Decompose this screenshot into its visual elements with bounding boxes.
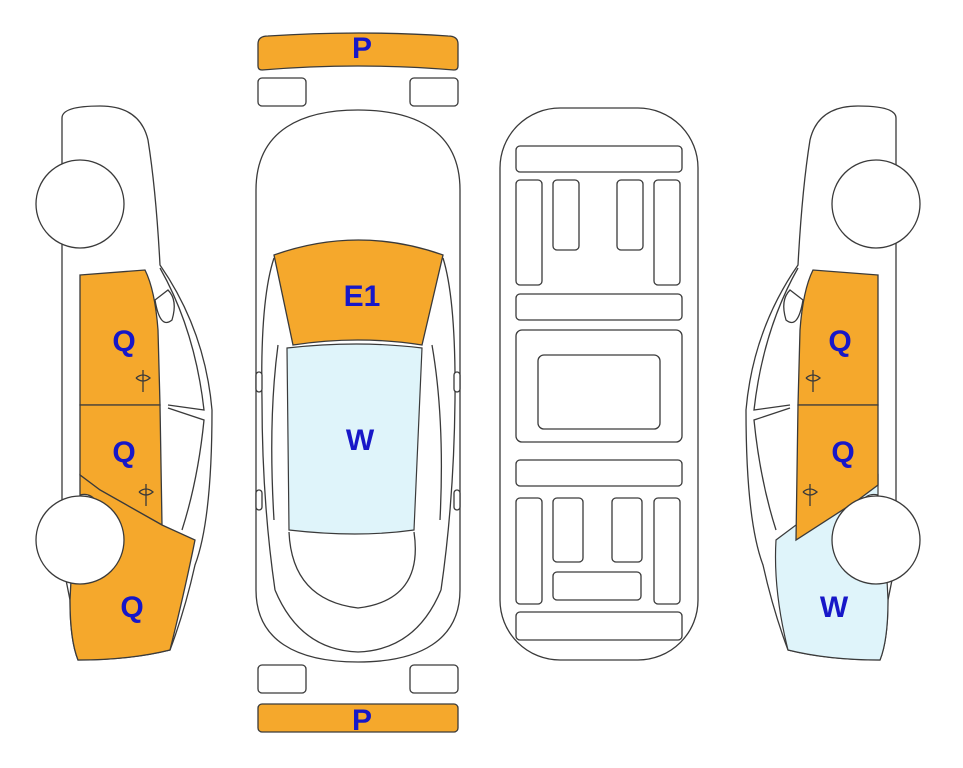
right-rear-handle — [453, 489, 461, 511]
left-front-handle — [135, 370, 151, 392]
right-front-door-label: Q — [828, 325, 851, 358]
trunk-line — [274, 589, 442, 653]
left-side-view: Q Q Q — [35, 105, 213, 661]
right-pillar-inner — [431, 344, 443, 521]
front-bumper-label: P — [352, 32, 372, 65]
underbody-bar-4 — [552, 571, 642, 601]
rear-right-wheel — [409, 664, 459, 694]
right-rear-quarter-label: W — [820, 591, 849, 624]
right-front-door-panel[interactable] — [797, 269, 879, 406]
rear-left-wheel — [257, 664, 307, 694]
left-side-window-2 — [167, 407, 205, 531]
left-side-window — [159, 267, 205, 411]
underbody-slot-4 — [611, 497, 643, 563]
left-mirror — [255, 371, 263, 393]
right-rear-door-handle — [802, 484, 818, 506]
right-front-handle — [805, 370, 821, 392]
right-rear-door-panel[interactable] — [795, 404, 879, 542]
front-right-wheel — [409, 77, 459, 107]
underbody-tank — [537, 354, 661, 430]
left-rear-handle — [255, 489, 263, 511]
left-rear-quarter-label: Q — [120, 591, 143, 624]
left-roof-line — [261, 257, 276, 591]
underbody-rail-4 — [653, 497, 681, 605]
left-rear-wheel — [35, 495, 125, 585]
right-front-wheel — [831, 159, 921, 249]
windshield-panel[interactable] — [286, 343, 423, 535]
underbody-slot-3 — [552, 497, 584, 563]
underbody-bar-1 — [515, 145, 683, 173]
right-side-seat — [783, 289, 804, 324]
underbody-slot-2 — [616, 179, 644, 251]
right-side-window-2 — [753, 407, 791, 531]
left-front-door-panel[interactable] — [79, 269, 161, 406]
right-rear-wheel — [831, 495, 921, 585]
right-mirror — [453, 371, 461, 393]
front-bumper[interactable] — [257, 32, 459, 71]
left-rear-door-handle — [138, 484, 154, 506]
rear-bumper[interactable] — [257, 703, 459, 733]
top-view: P E1 W P — [255, 32, 461, 737]
left-front-wheel — [35, 159, 125, 249]
left-rear-door-label: Q — [112, 436, 135, 469]
underbody-bar-3 — [515, 459, 683, 487]
underbody-rail-3 — [515, 497, 543, 605]
underbody-view — [499, 107, 699, 661]
right-rear-door-label: Q — [831, 436, 854, 469]
hood-label: E1 — [344, 280, 381, 313]
left-front-door-label: Q — [112, 325, 135, 358]
left-side-seat — [154, 289, 175, 324]
rear-window — [288, 531, 416, 609]
left-pillar-inner — [271, 344, 279, 521]
right-roof-line — [440, 257, 456, 591]
right-side-window — [753, 267, 799, 411]
rear-bumper-label: P — [352, 704, 372, 737]
underbody-bar-2 — [515, 293, 683, 321]
underbody-rail-1 — [515, 179, 543, 286]
hood-panel[interactable] — [273, 239, 444, 346]
underbody-slot-1 — [552, 179, 580, 251]
front-left-wheel — [257, 77, 307, 107]
underbody-rail-2 — [653, 179, 681, 286]
underbody-bar-5 — [515, 611, 683, 641]
windshield-label: W — [346, 424, 375, 457]
right-side-view: W Q Q — [745, 105, 921, 661]
